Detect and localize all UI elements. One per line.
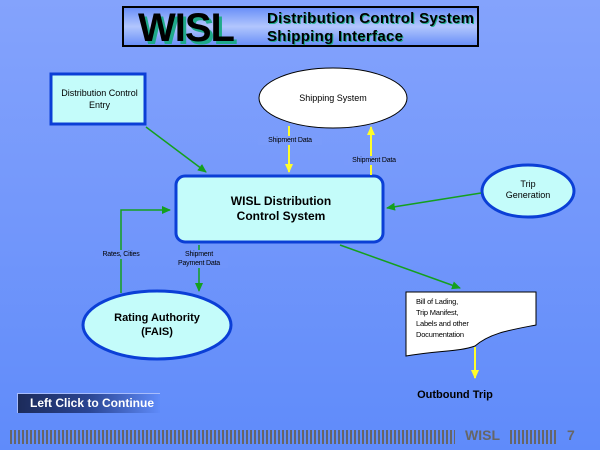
- rating-to-system-arrow: [120, 206, 171, 293]
- shipment-data-down-label: Shipment Data: [258, 136, 322, 145]
- documentation-line-1: Bill of Lading,: [416, 297, 459, 306]
- central-system-label: WISL Distribution Control System: [176, 194, 386, 224]
- distribution-control-entry-label: Distribution Control Entry: [61, 88, 138, 110]
- shipment-payment-label: Shipment Payment Data: [170, 250, 228, 268]
- distribution-control-entry-node: [49, 72, 147, 126]
- trip-generation-label: Trip Generation: [482, 179, 574, 201]
- system-to-documentation-arrow: [339, 244, 461, 290]
- wisl-distribution-control-system-node: [174, 174, 385, 244]
- trip-generation-line-2: Generation: [505, 190, 551, 200]
- trip-generation-to-system-arrow: [386, 192, 482, 211]
- shipment-data-up-label: Shipment Data: [344, 156, 404, 165]
- rating-authority-line-2: (FAIS): [141, 326, 173, 338]
- entry-to-system-arrow: [145, 126, 207, 173]
- central-system-line-1: WISL Distribution: [230, 194, 332, 208]
- rating-authority-line-1: Rating Authority: [114, 312, 200, 324]
- trip-generation-line-1: Trip: [520, 179, 536, 189]
- shipping-system-label: Shipping System: [299, 93, 367, 103]
- rating-authority-node: [81, 289, 233, 361]
- central-system-line-2: Control System: [236, 209, 326, 223]
- rating-authority-label: Rating Authority (FAIS): [83, 311, 231, 339]
- shipping-system-node: [258, 67, 408, 129]
- documentation-line-3: Labels and other: [416, 319, 469, 328]
- rates-cities-label: Rates, Cities: [95, 250, 147, 259]
- page-number: 7: [567, 427, 575, 443]
- title-banner: WISL Distribution Control System Shippin…: [122, 6, 479, 50]
- documentation-node: [405, 291, 537, 357]
- documentation-line-2: Trip Manifest,: [416, 308, 459, 317]
- shipment-payment-line-2: Payment Data: [178, 260, 220, 267]
- continue-button[interactable]: Left Click to Continue: [17, 393, 160, 413]
- footer-brand: WISL: [465, 427, 500, 443]
- title-line-2: Shipping Interface: [267, 28, 404, 45]
- wisl-logo: WISL: [138, 6, 235, 50]
- documentation-label: Bill of Lading, Trip Manifest, Labels an…: [416, 296, 536, 340]
- title-line-1: Distribution Control System: [267, 10, 475, 27]
- footer-bar-decoration-right: [510, 430, 558, 444]
- footer-bar-decoration-left: [10, 430, 455, 444]
- outbound-trip-label: Outbound Trip: [417, 389, 493, 401]
- shipment-payment-line-1: Shipment: [185, 251, 213, 258]
- documentation-line-4: Documentation: [416, 330, 464, 339]
- trip-generation-node: [480, 163, 576, 219]
